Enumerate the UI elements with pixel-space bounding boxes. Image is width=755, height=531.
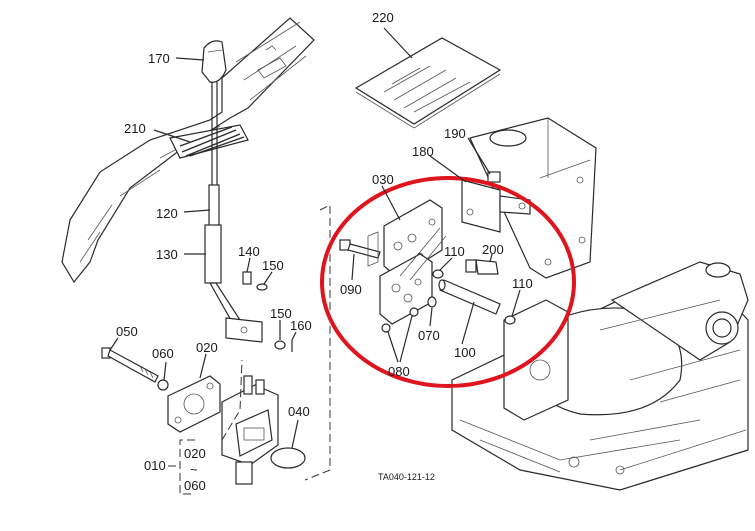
o-ring-110-lower [504,315,516,325]
label-130: 130 [156,247,178,262]
highlight-circle [320,176,576,388]
label-210: 210 [124,121,146,136]
label-060: 060 [152,346,174,361]
gasket [367,231,379,267]
lever-guide-plate [61,17,315,284]
label-110-upper: 110 [444,244,465,259]
manual-booklet [354,37,502,129]
bolt-090 [339,239,381,259]
label-010: 010 [144,458,166,473]
label-150-lower: 150 [270,306,292,321]
valve-block [379,199,447,325]
frame-line [304,204,331,481]
transmission-housing [451,117,749,491]
label-070: 070 [418,328,440,343]
o-ring [270,447,306,469]
group-bracket [179,439,195,495]
spacer-plate [167,375,221,433]
label-020-range: 020 [184,446,206,461]
fitting-200 [465,259,499,275]
lever-arm [204,224,263,343]
label-030: 030 [372,172,394,187]
label-150-upper: 150 [262,258,284,273]
label-190: 190 [444,126,466,141]
bolt-190 [487,171,501,183]
pipe-100 [438,279,501,315]
label-020: 020 [196,340,218,355]
washer-160 [274,340,293,352]
label-040: 040 [288,404,310,419]
o-ring-080-a [381,323,391,333]
label-050: 050 [116,324,138,339]
label-220: 220 [372,10,394,25]
drawing-code: TA040-121-12 [378,472,435,482]
label-090: 090 [340,282,362,297]
label-120: 120 [156,206,178,221]
label-060-range: 060 [184,478,206,493]
label-160: 160 [290,318,312,333]
leader-lines [109,27,521,449]
bolt-140 [242,271,268,291]
o-ring-110-upper [432,269,444,279]
label-170: 170 [148,51,170,66]
o-ring-080-b [409,307,419,317]
label-100: 100 [454,345,476,360]
label-080: 080 [388,364,410,379]
lever-knob [201,40,227,83]
label-range-tilde: ~ [190,462,198,477]
label-200: 200 [482,242,504,257]
o-ring-070 [427,296,437,308]
label-140: 140 [238,244,260,259]
label-110-lower: 110 [512,276,533,291]
lever-rod [208,82,220,228]
label-180: 180 [412,144,434,159]
long-bolt [101,347,169,391]
control-valve [221,375,279,485]
